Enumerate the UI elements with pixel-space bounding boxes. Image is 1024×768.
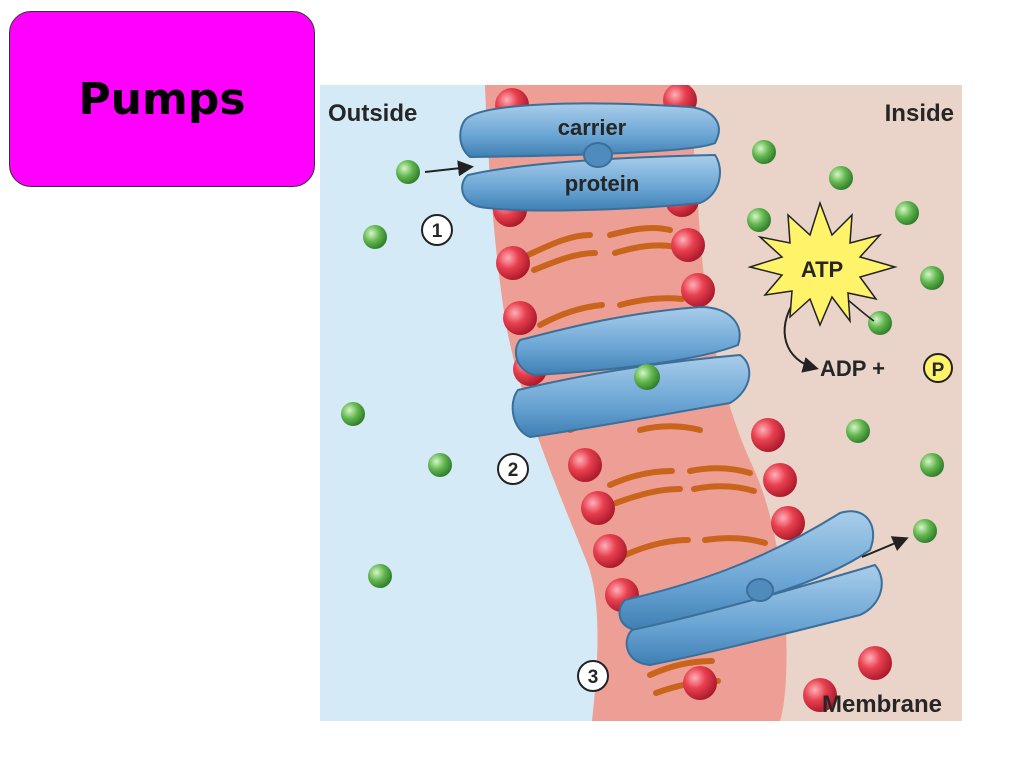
atp-release-arrow xyxy=(847,299,875,322)
protein-label: protein xyxy=(565,171,640,196)
pump-diagram: 1 2 3 Outside Inside carrier protein ATP… xyxy=(320,85,962,721)
phosphate-label: P xyxy=(932,360,945,381)
phosphate-circle xyxy=(923,353,953,383)
atp-burst xyxy=(747,200,898,327)
solute-molecules xyxy=(341,140,944,588)
outside-label: Outside xyxy=(328,100,417,127)
step-1-badge: 1 xyxy=(421,214,453,246)
carrier-protein-1 xyxy=(459,102,721,212)
carrier-protein-3 xyxy=(618,510,883,667)
title-box: Pumps xyxy=(9,11,315,187)
step-1-label: 1 xyxy=(432,221,443,242)
exit-arrow xyxy=(861,536,909,558)
slide-title: Pumps xyxy=(78,73,246,125)
atp-label: ATP xyxy=(801,257,843,282)
membrane-label: Membrane xyxy=(822,691,942,718)
adp-label: ADP + xyxy=(820,356,885,381)
step-2-label: 2 xyxy=(508,460,519,481)
inside-label: Inside xyxy=(885,100,954,127)
carrier-protein-2 xyxy=(511,305,751,439)
step-2-badge: 2 xyxy=(497,453,529,485)
inside-region xyxy=(690,85,962,721)
entry-arrow xyxy=(424,160,474,177)
step-3-badge: 3 xyxy=(577,660,609,692)
carrier-label: carrier xyxy=(558,115,627,140)
step-3-label: 3 xyxy=(588,667,599,688)
